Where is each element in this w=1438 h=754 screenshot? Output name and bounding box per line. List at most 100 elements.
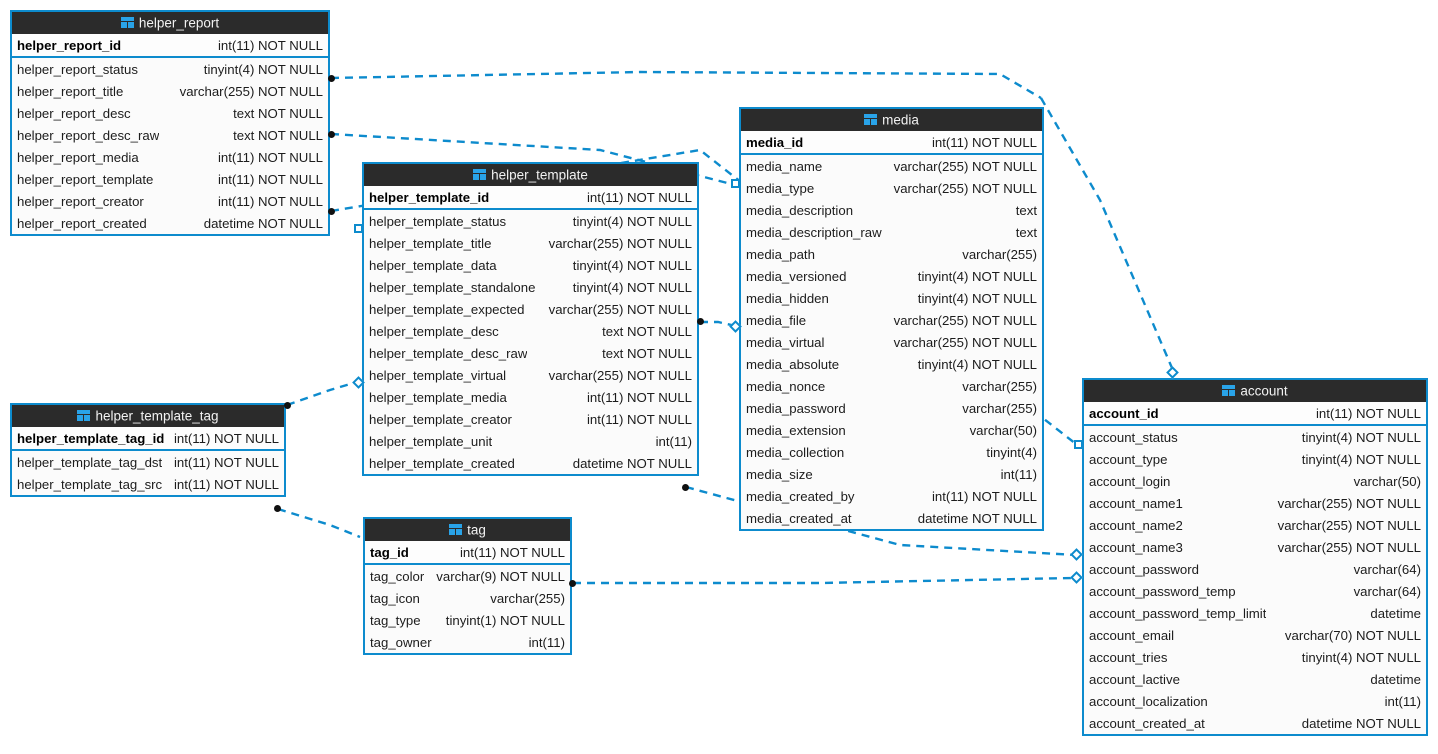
- column-name: helper_report_created: [17, 215, 147, 231]
- table-header-tag[interactable]: tag: [365, 519, 570, 541]
- column-row[interactable]: helper_report_desc text NOT NULL: [12, 102, 328, 124]
- column-name: media_size: [746, 466, 813, 482]
- column-name: helper_template_desc_raw: [369, 345, 528, 361]
- column-name: media_password: [746, 400, 846, 416]
- column-name: helper_report_status: [17, 61, 138, 77]
- column-type: tinyint(4) NOT NULL: [203, 61, 323, 77]
- table-header-account[interactable]: account: [1084, 380, 1426, 402]
- table-header-helper_template[interactable]: helper_template: [364, 164, 697, 186]
- column-name: tag_id: [370, 544, 409, 560]
- column-type: varchar(70) NOT NULL: [1284, 627, 1421, 643]
- column-name: helper_report_desc: [17, 105, 131, 121]
- column-name: account_email: [1089, 627, 1175, 643]
- column-name: helper_report_template: [17, 171, 154, 187]
- table-header-helper_template_tag[interactable]: helper_template_tag: [12, 405, 284, 427]
- column-name: helper_template_tag_src: [17, 476, 163, 492]
- table-header-media[interactable]: media: [741, 109, 1042, 131]
- column-name: tag_type: [370, 612, 421, 628]
- column-type: text NOT NULL: [233, 105, 323, 121]
- column-type: int(11) NOT NULL: [586, 189, 692, 205]
- column-row[interactable]: account_email varchar(70) NOT NULL: [1084, 624, 1426, 646]
- table-icon: [1222, 381, 1236, 396]
- column-name: media_name: [746, 158, 823, 174]
- column-type: tinyint(4) NOT NULL: [1301, 451, 1421, 467]
- table-header-helper_report[interactable]: helper_report: [12, 12, 328, 34]
- table-title: tag: [467, 522, 486, 538]
- column-type: tinyint(4) NOT NULL: [572, 213, 692, 229]
- table-helper_template[interactable]: helper_template helper_template_id int(11)…: [362, 162, 699, 476]
- column-row[interactable]: helper_report_status tinyint(4) NOT NULL: [12, 58, 328, 80]
- column-name: account_localization: [1089, 693, 1208, 709]
- column-name: helper_template_id: [369, 189, 490, 205]
- primary-key-row[interactable]: helper_template_id int(11) NOT NULL: [364, 186, 697, 210]
